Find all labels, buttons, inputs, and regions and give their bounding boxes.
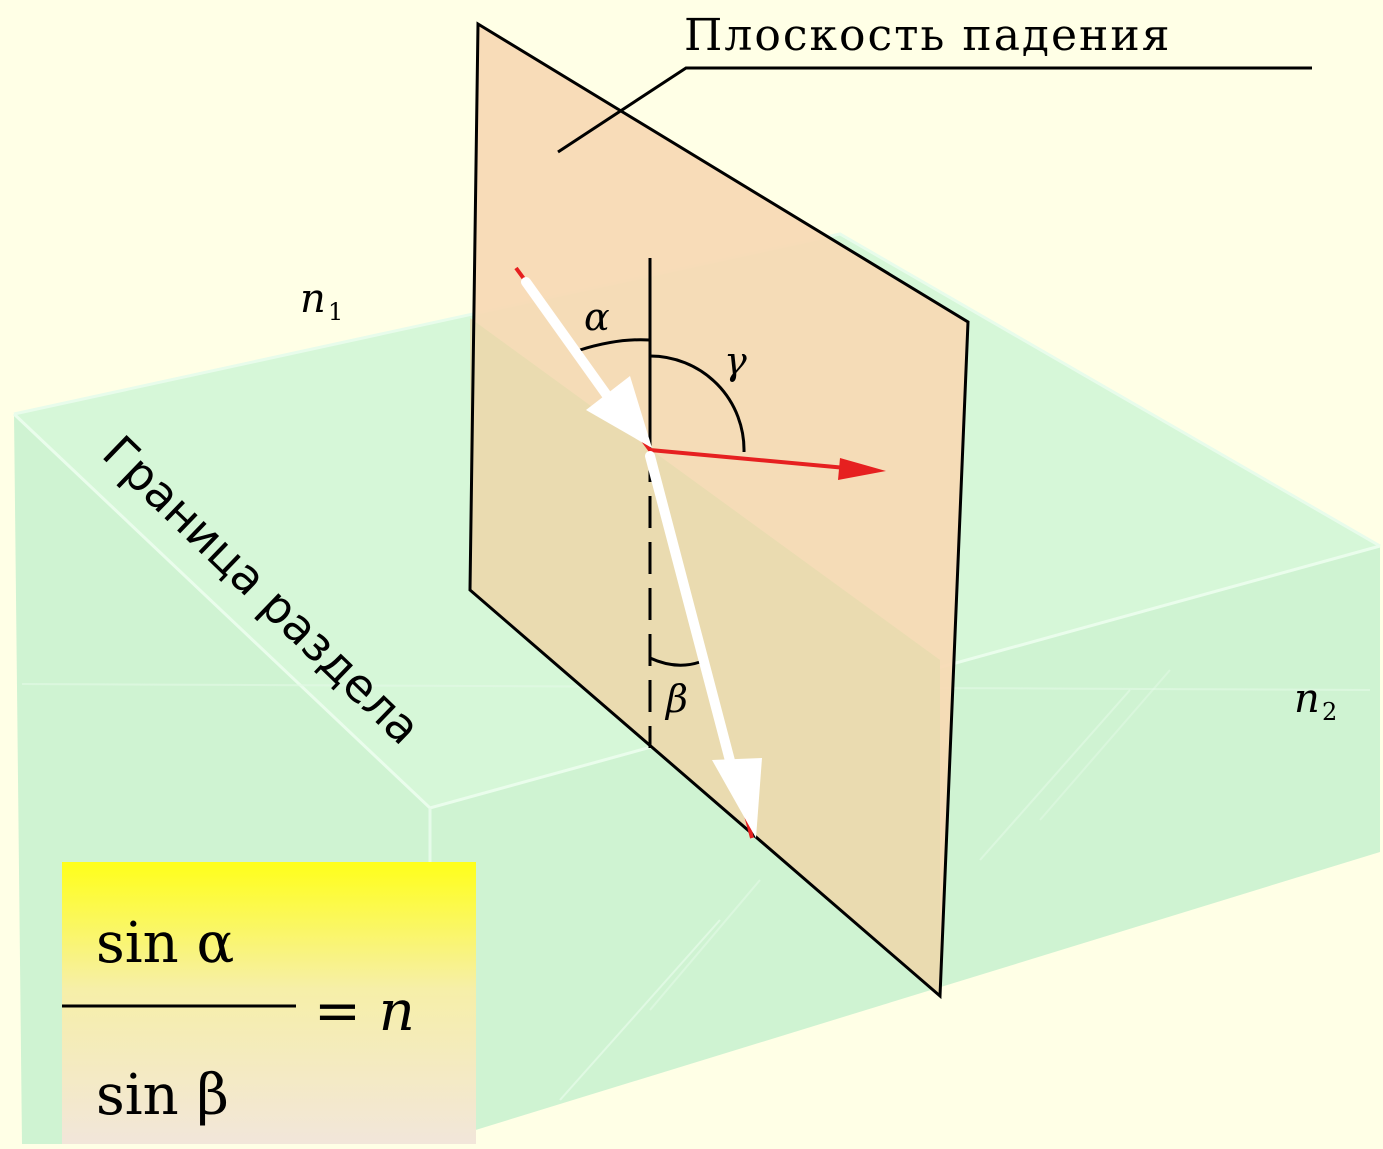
formula-numerator: sin α [96,911,234,976]
alpha-label: α [584,295,610,339]
formula-denominator: sin β [96,1063,229,1128]
gamma-arc [649,354,746,453]
svg-text:2: 2 [1322,698,1337,726]
reflected-ray-arrowhead [838,458,886,480]
white-arrows [521,277,762,838]
formula-rhs: = n [314,979,415,1044]
refracted-arrowhead [712,758,762,838]
gamma-label: γ [724,339,747,383]
alpha-arc [579,338,651,352]
svg-text:1: 1 [328,298,343,326]
svg-text:n: n [300,276,326,322]
n1-label: n 1 [300,276,343,326]
plane-label-leader [557,66,1312,154]
beta-label: β [664,677,688,721]
beta-arc [649,656,701,667]
n2-label: n 2 [1294,676,1337,726]
formula-box: sin α sin β = n [62,862,476,1144]
svg-text:n: n [1294,676,1320,722]
plane-label: Плоскость падения [684,10,1171,61]
incident-arrowhead [586,376,652,448]
reflected-ray [649,448,847,470]
